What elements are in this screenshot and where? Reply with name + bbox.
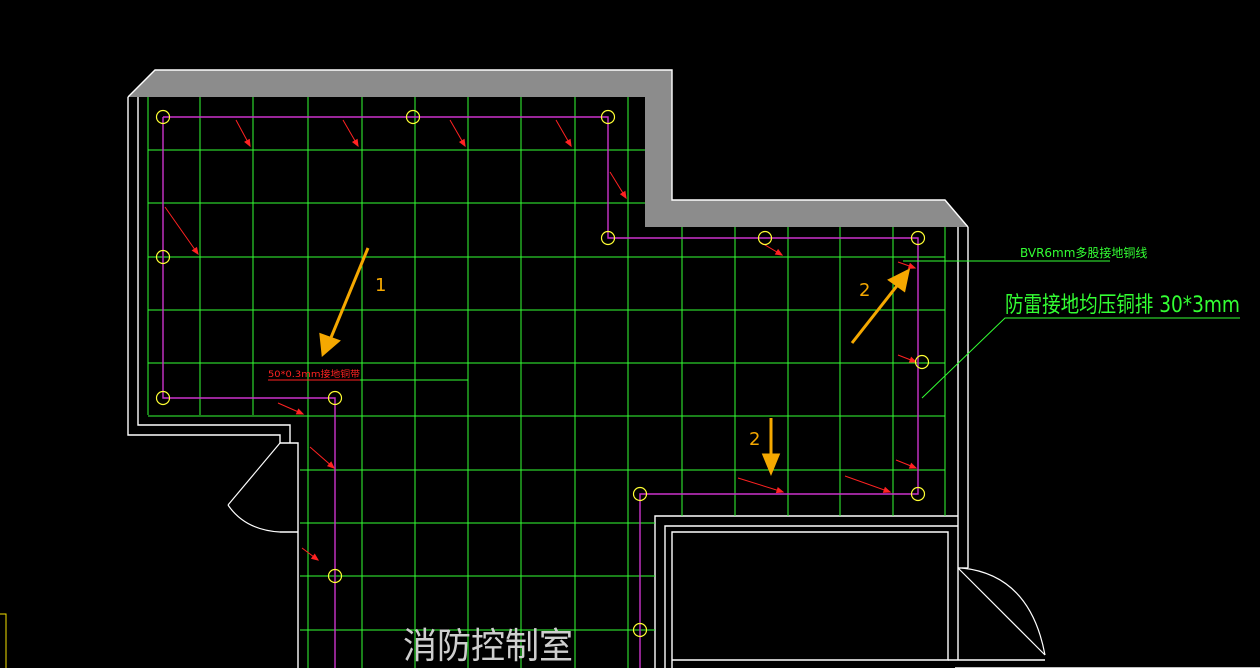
- ground-node: [155, 249, 171, 265]
- strip-marker-head: [244, 138, 251, 148]
- ground-node: [757, 230, 773, 246]
- strip-marker: [844, 475, 891, 493]
- ground-node: [914, 354, 930, 370]
- strip-markers: [164, 119, 918, 561]
- ground-node: [155, 390, 171, 406]
- strip-marker-head: [907, 262, 917, 269]
- ground-node: [327, 568, 343, 584]
- strip-marker-head: [775, 486, 785, 494]
- strip-marker-head: [908, 462, 918, 469]
- strip-marker-head: [295, 408, 305, 415]
- strip-marker-head: [908, 356, 918, 363]
- cable-loops: [162, 116, 919, 668]
- strip-marker: [737, 477, 784, 493]
- edge-fragment: [0, 613, 7, 668]
- ground-node: [632, 486, 648, 502]
- ground-strip-label: 50*0.3mm接地铜带: [268, 368, 360, 380]
- ground-node: [155, 109, 171, 125]
- copper-bar-label: 防雷接地均压铜排 30*3mm: [1005, 293, 1240, 318]
- strip-marker-head: [882, 486, 892, 493]
- strip-marker-head: [310, 553, 320, 561]
- ground-nodes: [155, 109, 930, 638]
- strip-marker-head: [191, 246, 199, 256]
- top-wall: [128, 70, 968, 227]
- strip-marker-head: [351, 138, 359, 148]
- marker-2-top: 2: [859, 280, 870, 301]
- strip-marker-head: [619, 190, 627, 200]
- marker-1: 1: [375, 275, 386, 296]
- ground-node: [600, 230, 616, 246]
- ground-node: [910, 230, 926, 246]
- room-name: 消防控制室: [403, 626, 573, 667]
- doors: [227, 442, 1046, 656]
- ground-node: [405, 109, 421, 125]
- ground-node: [600, 109, 616, 125]
- wall-outlines: [127, 69, 1260, 668]
- strip-marker-head: [774, 248, 784, 256]
- callout-arrows: [319, 247, 911, 476]
- strip-marker-head: [326, 461, 335, 469]
- ground-node: [632, 622, 648, 638]
- strip-marker-head: [564, 138, 572, 148]
- leader-lines: [268, 260, 1240, 399]
- bvr-wire-label: BVR6mm多股接地铜线: [1020, 245, 1147, 260]
- strip-marker: [164, 206, 199, 255]
- strip-marker-head: [458, 138, 466, 148]
- marker-2-bottom: 2: [749, 429, 760, 450]
- ground-node: [910, 486, 926, 502]
- ground-node: [327, 390, 343, 406]
- equipotential-grid: [147, 97, 946, 668]
